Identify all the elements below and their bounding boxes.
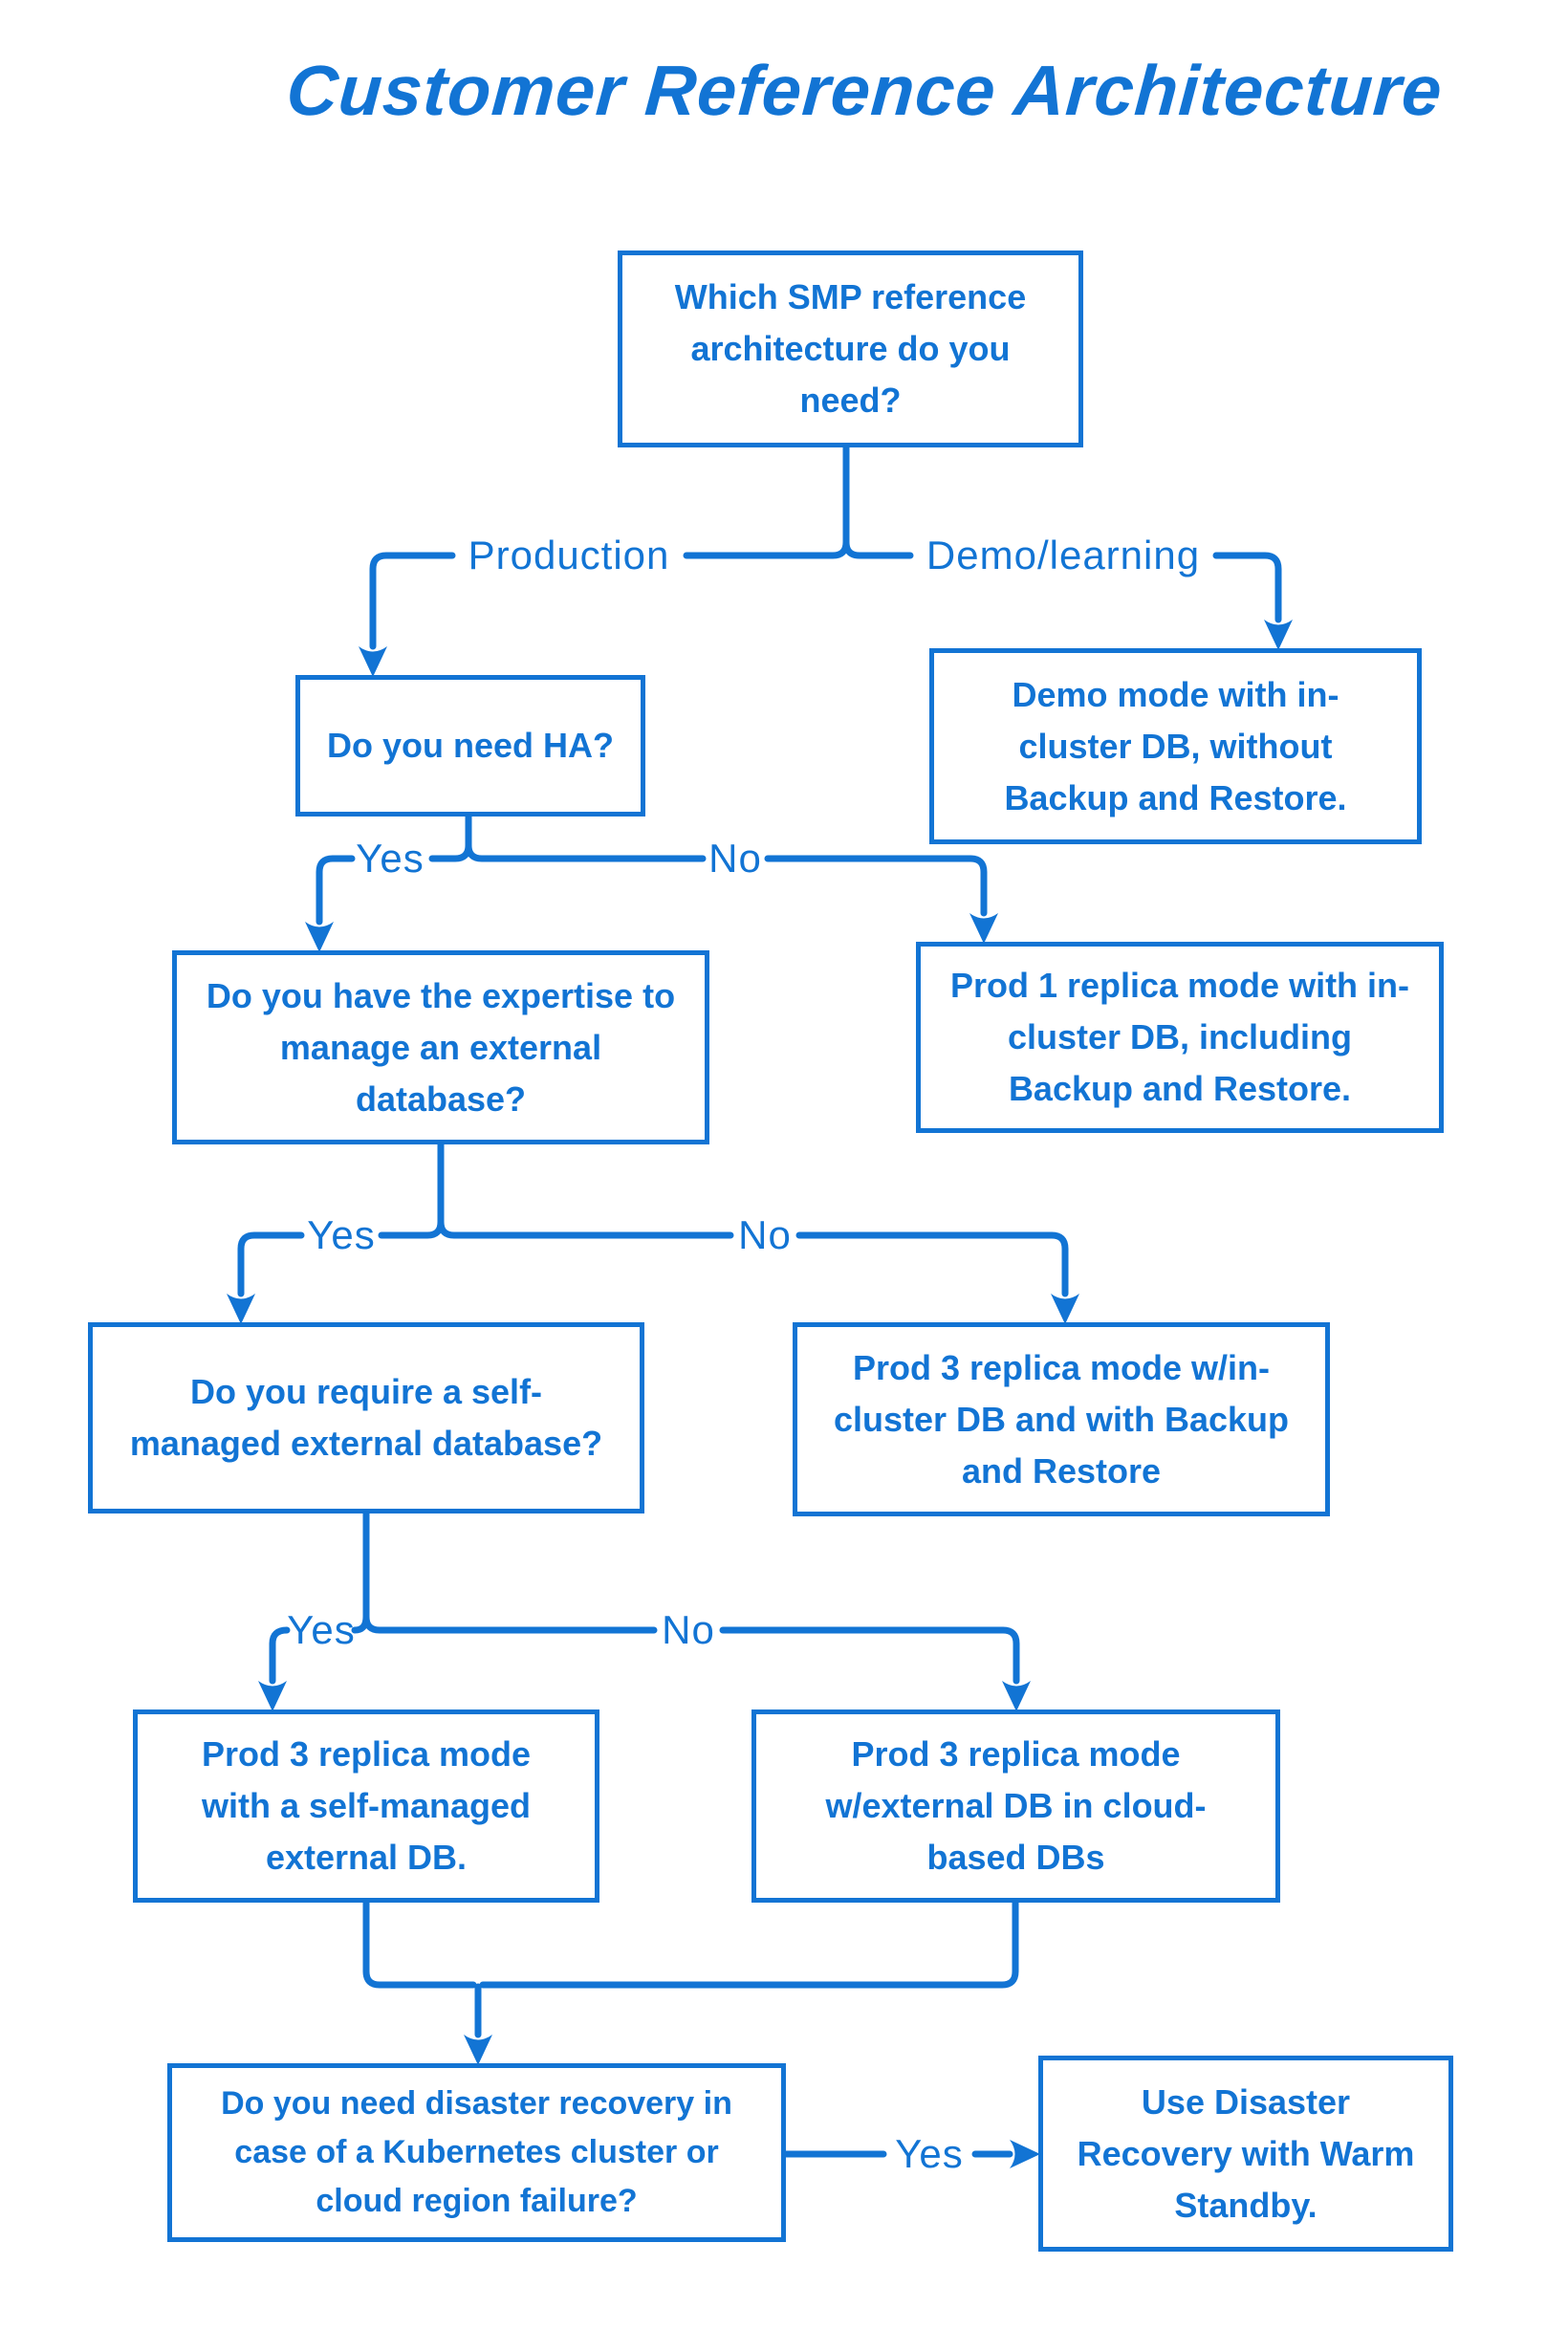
connector-expertise-no-arrow xyxy=(795,1231,1079,1324)
connector-ha-right xyxy=(465,841,707,862)
connector-demo-arrow xyxy=(1212,552,1293,650)
node-dr-result: Use Disaster Recovery with Warm Standby. xyxy=(1038,2056,1453,2252)
node-expertise-question: Do you have the expertise to manage an e… xyxy=(172,950,709,1144)
node-dr-question: Do you need disaster recovery in case of… xyxy=(167,2063,786,2242)
node-ha-question: Do you need HA? xyxy=(295,675,645,817)
connector-expertise-right xyxy=(437,1218,734,1239)
connector-root-right xyxy=(842,538,914,559)
page-title: Customer Reference Architecture xyxy=(284,51,1446,130)
branch-label-ha-yes: Yes xyxy=(356,836,425,881)
branch-label-expertise-no: No xyxy=(738,1212,792,1257)
branch-label-expertise-yes: Yes xyxy=(307,1212,376,1257)
branch-label-selfmanaged-yes: Yes xyxy=(287,1607,356,1652)
branch-label-demo-learning: Demo/learning xyxy=(926,533,1201,577)
connector-root-left xyxy=(683,538,850,559)
connector-production-arrow xyxy=(359,552,456,677)
connector-expertise-yes-arrow xyxy=(227,1231,305,1324)
connector-selfmanaged-yes-arrow xyxy=(258,1626,291,1711)
connector-merge-right xyxy=(479,1899,1019,1989)
branch-label-production: Production xyxy=(468,533,670,577)
node-prod1-result: Prod 1 replica mode with in-cluster DB, … xyxy=(916,942,1444,1133)
node-self-managed-question: Do you require a self-managed external d… xyxy=(88,1322,644,1513)
node-demo-result: Demo mode with in-cluster DB, without Ba… xyxy=(929,648,1422,844)
node-prod3-cloud-result: Prod 3 replica mode w/external DB in clo… xyxy=(751,1709,1280,1903)
node-root-question: Which SMP reference architecture do you … xyxy=(618,250,1083,447)
connector-ha-yes-arrow xyxy=(305,855,356,952)
connector-merge-left xyxy=(362,1899,477,1989)
branch-label-dr-yes: Yes xyxy=(895,2131,964,2176)
branch-label-ha-no: No xyxy=(708,836,762,881)
connector-ha-no-arrow xyxy=(764,855,998,944)
connector-selfmanaged-right xyxy=(362,1613,658,1634)
branch-label-selfmanaged-no: No xyxy=(662,1607,715,1652)
connector-selfmanaged-no-arrow xyxy=(719,1626,1031,1711)
connector-ha-left xyxy=(428,841,472,862)
connector-expertise-left xyxy=(378,1218,445,1239)
node-prod3-self-managed-result: Prod 3 replica mode with a self-managed … xyxy=(133,1709,599,1903)
node-prod3-incluster-result: Prod 3 replica mode w/in-cluster DB and … xyxy=(793,1322,1330,1516)
